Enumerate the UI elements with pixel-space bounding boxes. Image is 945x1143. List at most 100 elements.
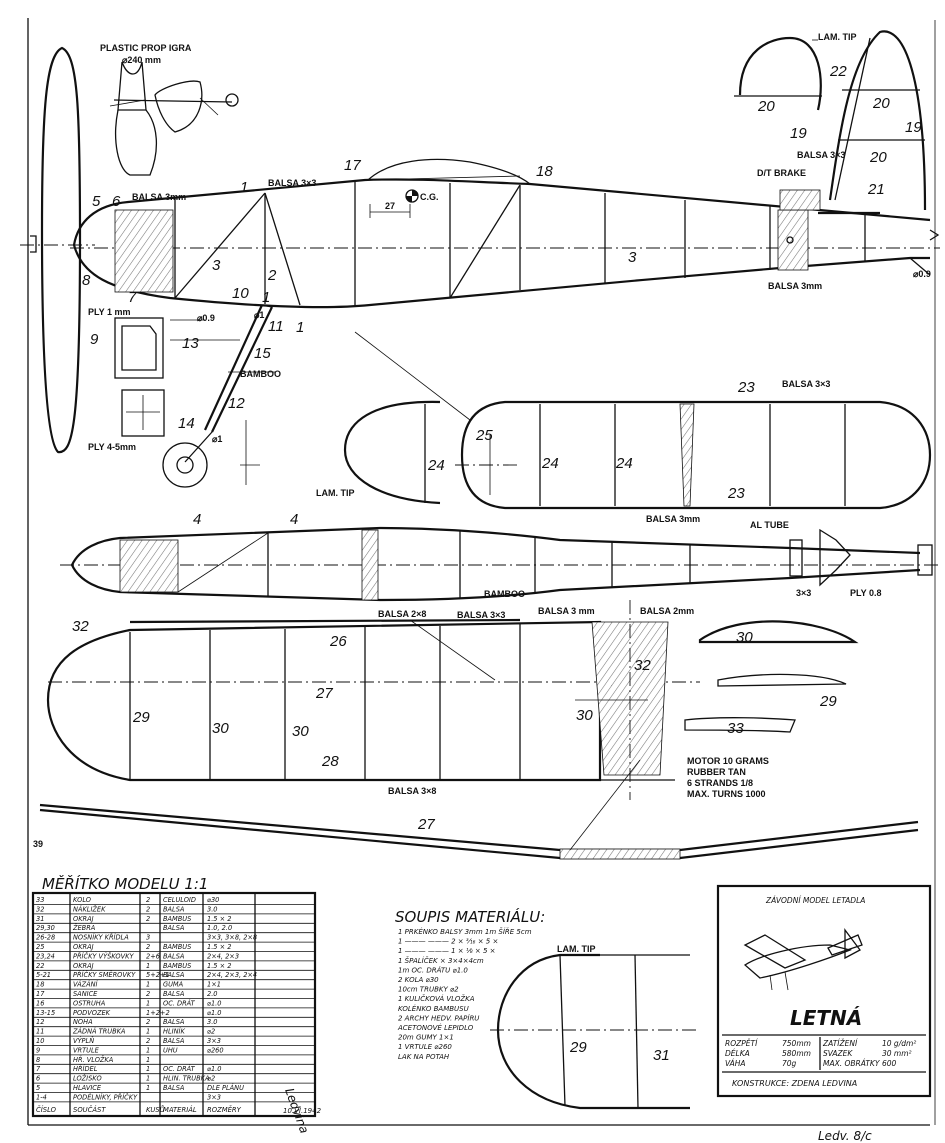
table-cell: 3×3, 3×8, 2×8 — [207, 934, 257, 942]
label-ply-08: PLY 0.8 — [850, 588, 882, 598]
table-cell: OKRAJ — [73, 915, 94, 923]
label-wing-balsa-3x8: BALSA 3×8 — [388, 786, 436, 796]
sheet-border — [27, 18, 936, 1126]
signature-date: 10.VI.1942 — [283, 1107, 322, 1115]
table-cell: 2 — [146, 943, 150, 951]
materials-line: 1 PRKÉNKO BALSY 3mm 1m ŠÍŘE 5cm — [398, 927, 532, 936]
motor-spec-line: 6 STRANDS 1/8 — [687, 778, 753, 788]
label-balsa-3mm-nose: BALSA 3mm — [132, 192, 186, 202]
materials-line: 1 ——— ——— 2 × ³⁄₁₆ × 5 × — [398, 938, 498, 946]
part-30-a: 30 — [212, 720, 229, 737]
part-24-tip: 24 — [427, 457, 445, 474]
part-14: 14 — [178, 415, 195, 432]
table-cell: ⌀1.0 — [207, 1009, 221, 1017]
part-27-spar: 27 — [315, 685, 333, 702]
label-cg-dim: 27 — [385, 201, 395, 211]
table-cell: 2×4, 2×3, 2×4 — [207, 971, 257, 979]
materials-line: KOLÉNKO BAMBUSU — [398, 1004, 469, 1013]
table-cell: BALSA — [163, 971, 185, 979]
table-cell: DLE PLÁNU — [207, 1083, 244, 1092]
label-lam-tip-top: LAM. TIP — [818, 32, 857, 42]
table-cell: NÁKLIŽEK — [73, 904, 106, 913]
table-cell: 2.0 — [207, 990, 218, 998]
table-cell: OSTRUHA — [73, 999, 106, 1007]
table-cell: BALSA — [163, 990, 185, 998]
part-1-lower: 1 — [262, 289, 270, 306]
table-cell: 13-15 — [36, 1009, 55, 1017]
motor-spec-line: RUBBER TAN — [687, 767, 746, 777]
table-cell: 10 — [36, 1037, 44, 1045]
table-cell: 2 — [146, 905, 150, 913]
label-dia-1b: ⌀1 — [212, 434, 222, 444]
table-cell: 26-28 — [36, 934, 55, 942]
table-cell: 1 — [146, 1065, 150, 1073]
table-cell: 1 — [146, 962, 150, 970]
table-cell: BALSA — [163, 924, 185, 932]
table-cell: 25 — [36, 943, 44, 951]
spec-right-value: 30 mm² — [882, 1049, 912, 1058]
table-cell: BAMBUS — [163, 915, 191, 923]
table-cell: 1 — [146, 1075, 150, 1083]
table-cell: NOSNÍKY KŘÍDLA — [73, 933, 129, 942]
table-footer-cell: ROZMĚRY — [207, 1105, 242, 1114]
label-ply-45: PLY 4-5mm — [88, 442, 136, 452]
label-cg: C.G. — [420, 192, 439, 202]
label-dia-09-tail: ⌀0.9 — [913, 269, 931, 279]
table-cell: 2×4, 2×3 — [207, 952, 239, 960]
spec-left-value: 750mm — [782, 1039, 811, 1048]
label-bamboo-top: BAMBOO — [484, 589, 525, 599]
part-25: 25 — [475, 427, 493, 444]
label-wing-balsa-2mm: BALSA 2mm — [640, 606, 694, 616]
table-cell: ⌀2 — [207, 1028, 215, 1036]
part-2-upright: 2 — [267, 267, 277, 284]
table-cell: 3×3 — [207, 1093, 221, 1101]
table-cell: 3 — [146, 934, 150, 942]
table-cell: HŘ. VLOŽKA — [73, 1055, 114, 1064]
table-cell: NOHA — [73, 1018, 93, 1026]
part-28: 28 — [321, 753, 339, 770]
wing-front-view — [39, 759, 919, 860]
part-8: 8 — [82, 272, 91, 289]
label-dt-brake: D/T BRAKE — [757, 168, 806, 178]
table-cell: 1.0, 2.0 — [207, 924, 232, 932]
table-cell: 1 — [146, 1046, 150, 1054]
table-cell: 1.5 × 2 — [207, 943, 231, 951]
label-prop-dia: ⌀240 mm — [122, 55, 161, 65]
table-cell: 3×3 — [207, 1037, 221, 1045]
part-30-airfoil: 30 — [736, 629, 753, 646]
table-cell: 31 — [36, 915, 44, 923]
table-cell: 32 — [36, 905, 44, 913]
table-cell: KOLO — [73, 896, 91, 904]
table-cell: OKRAJ — [73, 943, 94, 951]
table-cell: BALSA — [163, 1018, 185, 1026]
part-11: 11 — [268, 318, 284, 335]
table-cell: 2 — [146, 896, 150, 904]
table-cell: VÁZÁNÍ — [73, 980, 99, 989]
table-cell: 12 — [36, 1018, 44, 1026]
table-cell: BALSA — [163, 1084, 185, 1092]
scale-title: MĚŘÍTKO MODELU 1:1 — [42, 874, 208, 893]
part-29-wing: 29 — [132, 709, 150, 726]
table-cell: 1×1 — [207, 981, 221, 989]
part-24-a: 24 — [541, 455, 559, 472]
label-balsa-3mm-tail: BALSA 3mm — [768, 281, 822, 291]
part-5-nose: 5 — [92, 193, 101, 210]
table-cell: ⌀2 — [207, 1075, 215, 1083]
table-cell: HLAVICE — [73, 1084, 102, 1092]
table-cell: 11 — [36, 1028, 44, 1036]
table-cell: 2+6 — [146, 952, 160, 960]
materials-line: LAK NA POTAH — [398, 1053, 450, 1061]
table-cell: 1 — [146, 1056, 150, 1064]
designer-credit: KONSTRUKCE: ZDENA LEDVINA — [732, 1079, 857, 1088]
materials-line: 1 VRTULE ⌀260 — [398, 1043, 452, 1051]
propeller-hub-sketch — [109, 61, 239, 176]
table-cell: 6 — [36, 1075, 40, 1083]
table-cell: BALSA — [163, 905, 185, 913]
table-footer-cell: KUSŮ — [146, 1105, 165, 1114]
part-30-b: 30 — [292, 723, 309, 740]
table-cell: HŘÍDEL — [73, 1064, 98, 1073]
table-cell: 9 — [36, 1046, 40, 1054]
table-cell: 2 — [146, 1018, 150, 1026]
